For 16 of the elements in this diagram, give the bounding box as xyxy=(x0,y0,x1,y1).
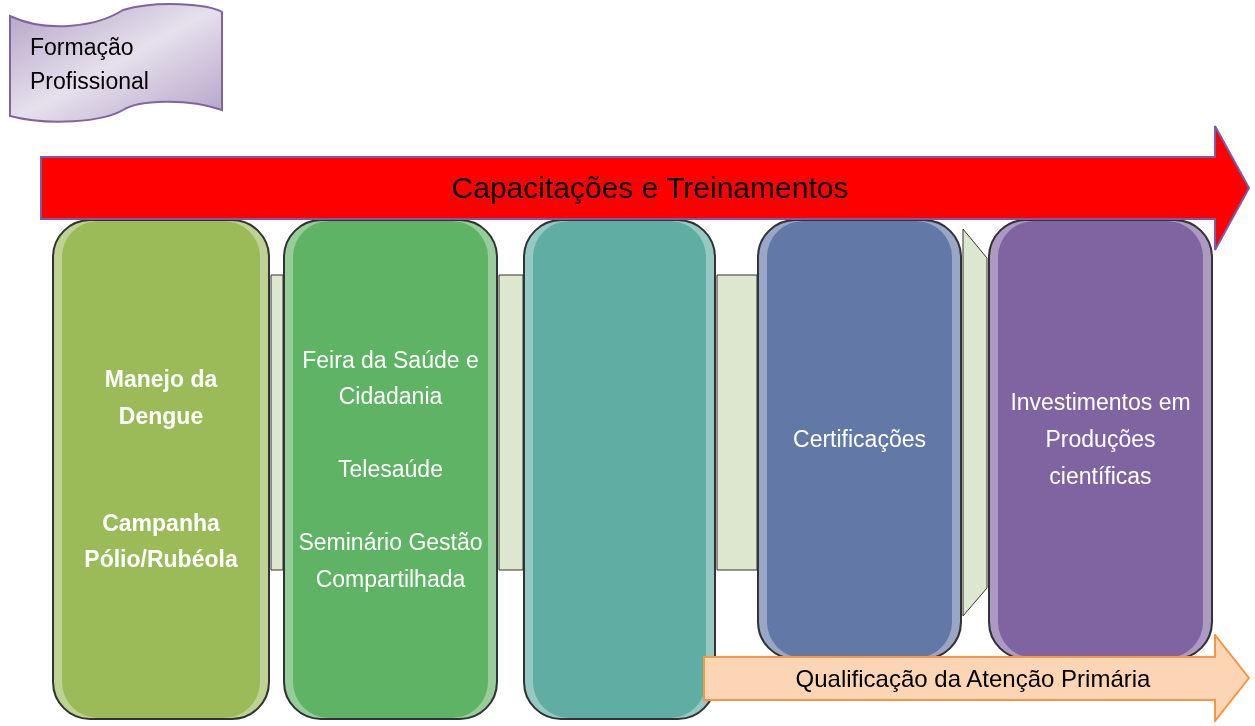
column-box xyxy=(283,219,498,720)
arrow-label: Capacitações e Treinamentos xyxy=(451,171,849,205)
column-text: Campanha Pólio/Rubéola xyxy=(83,508,239,575)
column-text: Manejo da Dengue xyxy=(103,364,219,431)
column-text: Feira da Saúde e Cidadania xyxy=(301,345,480,412)
column-text: Investimentos em Produções científicas xyxy=(1009,388,1192,491)
column-text: Seminário Gestão Compartilhada xyxy=(297,527,484,594)
column-text: Certificações xyxy=(793,425,926,455)
column-text: Telesaúde xyxy=(338,455,443,485)
column-box xyxy=(52,219,270,720)
arrow-shape xyxy=(40,125,1250,251)
arrow-label: Qualificação da Atenção Primária xyxy=(795,664,1151,693)
arrow-shape xyxy=(703,634,1250,722)
banner-text: Formação Profissional xyxy=(30,32,150,96)
scroll-banner xyxy=(8,0,224,126)
column-box xyxy=(523,219,716,720)
